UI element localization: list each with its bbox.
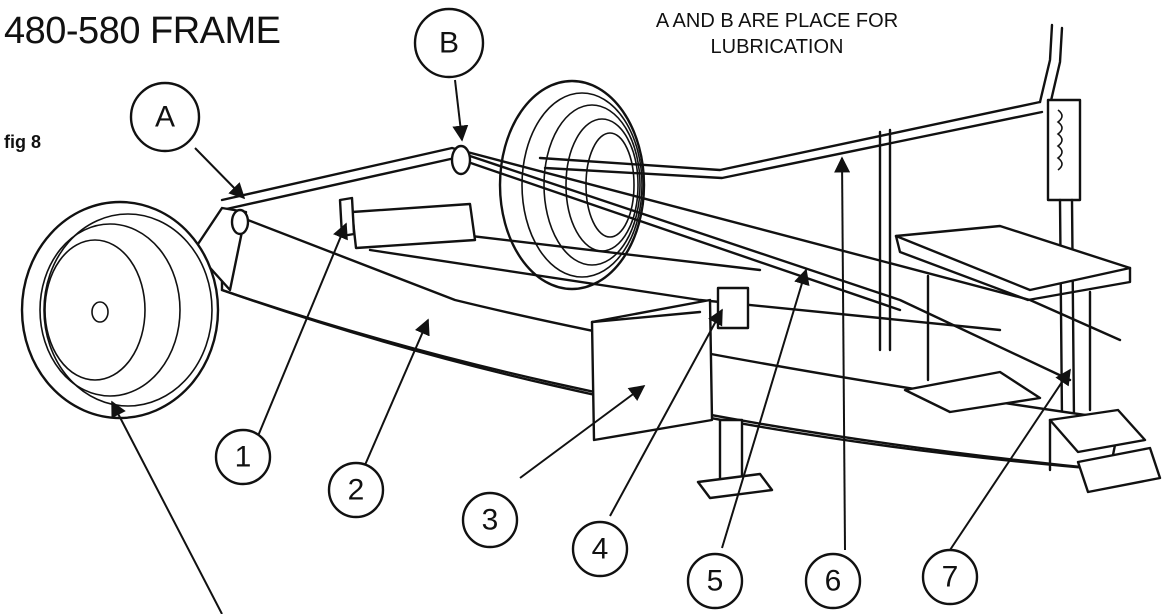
callout-6-label: 6 [825, 565, 842, 598]
callout-6: 6 [804, 552, 862, 610]
callout-B: B [413, 7, 485, 79]
callout-7-label: 7 [942, 561, 959, 594]
handle-frame [538, 23, 1064, 352]
callout-A: A [129, 81, 201, 153]
rear-right-wheel [498, 79, 646, 291]
callout-1: 1 [214, 428, 272, 486]
callout-7: 7 [921, 548, 979, 606]
callout-4-label: 4 [592, 533, 609, 566]
lubrication-note: A AND B ARE PLACE FOR LUBRICATION [655, 10, 899, 58]
diagram-title: 480-580 FRAME [4, 10, 281, 52]
callout-5-label: 5 [707, 565, 724, 598]
callout-3: 3 [461, 491, 519, 549]
callout-2: 2 [327, 461, 385, 519]
callout-2-label: 2 [348, 474, 365, 507]
callout-1-label: 1 [235, 441, 252, 474]
main-frame [220, 144, 1162, 500]
figure-label: fig 8 [4, 132, 42, 152]
callout-B-label: B [439, 27, 459, 60]
callout-3-label: 3 [482, 504, 499, 537]
callout-5: 5 [686, 552, 744, 610]
front-left-wheel [20, 200, 250, 420]
callout-4: 4 [571, 520, 629, 578]
callout-A-label: A [155, 101, 175, 134]
upright-post [1046, 98, 1082, 422]
